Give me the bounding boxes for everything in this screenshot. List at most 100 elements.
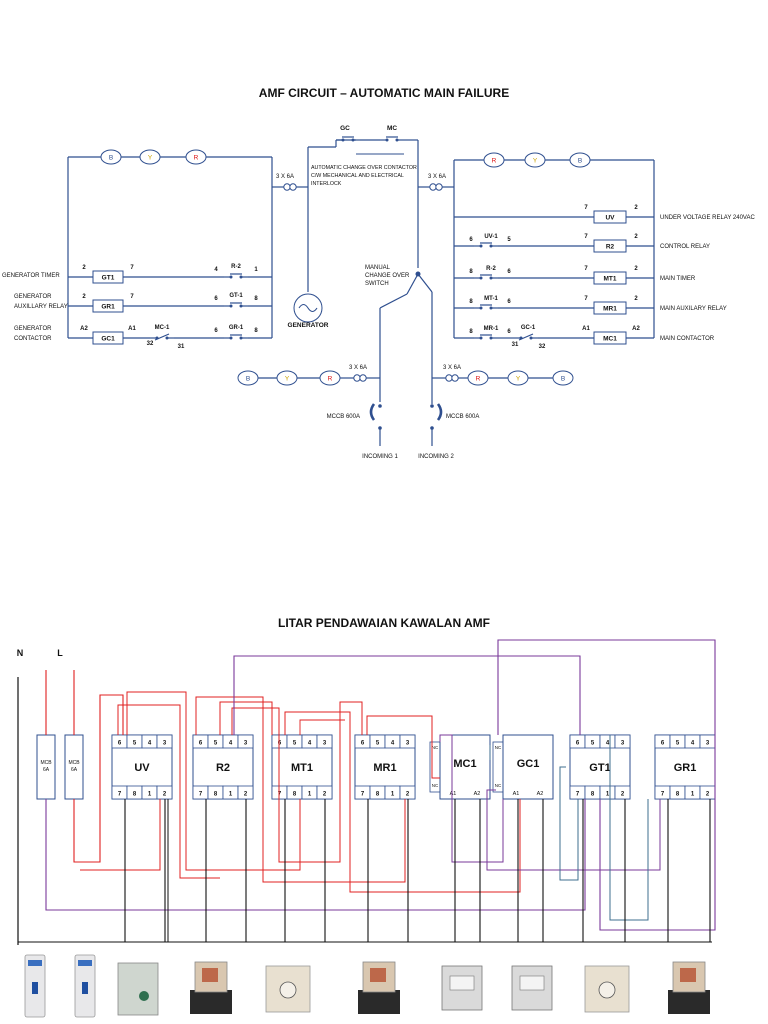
fuse-icon <box>353 374 361 382</box>
contact-point <box>229 304 233 308</box>
terminal-number: 1 <box>229 792 233 798</box>
relay-coil-icon <box>370 968 386 982</box>
contact-label: R-2 <box>486 266 496 272</box>
terminal-label: 8 <box>254 328 258 334</box>
lamp-label: B <box>561 376 565 383</box>
contact-point <box>229 336 233 340</box>
row-label-right: MAIN CONTACTOR <box>660 336 715 342</box>
live-label: L <box>57 648 63 658</box>
contact-point <box>165 336 169 340</box>
terminal-label: 1 <box>254 267 258 273</box>
terminal-label: 7 <box>130 265 134 271</box>
contact-label: GR-1 <box>229 325 244 331</box>
contactor-box <box>439 734 491 800</box>
terminal-number: 2 <box>244 792 248 798</box>
terminal-label: 7 <box>584 266 588 272</box>
wire <box>366 715 440 779</box>
terminal-label: 6 <box>507 329 511 335</box>
row-label-right: UNDER VOLTAGE RELAY 240VAC <box>660 215 755 221</box>
terminal-number: 7 <box>278 792 282 798</box>
relay-coil-icon <box>202 968 218 982</box>
timer-dial-icon <box>279 981 297 999</box>
fuse-icon <box>359 374 367 382</box>
fuse-label: 3 X 6A <box>276 174 294 180</box>
uv-knob-icon <box>139 991 149 1001</box>
terminal-label: A2 <box>80 326 88 332</box>
terminal-label: A2 <box>632 326 640 332</box>
terminal-number: 8 <box>293 792 297 798</box>
coil-label: UV <box>605 215 615 222</box>
terminal-number: 1 <box>308 792 312 798</box>
mcb-label: 6A <box>71 767 78 773</box>
contact-label: GC-1 <box>521 325 536 331</box>
wire <box>406 273 419 295</box>
mcb-label: MCB <box>68 760 80 766</box>
terminal-label: 7 <box>584 296 588 302</box>
terminal-label: A1 <box>582 326 590 332</box>
terminal-number: 1 <box>691 792 695 798</box>
terminal-number: 6 <box>661 741 665 747</box>
wire <box>486 789 661 871</box>
coil-label: MR1 <box>603 306 617 313</box>
wire <box>219 701 273 735</box>
fuse-label: 3 X 6A <box>428 174 446 180</box>
relay-coil-icon <box>680 968 696 982</box>
terminal-number: 1 <box>606 792 610 798</box>
row-label-right: MAIN TIMER <box>660 276 696 282</box>
contactor-name: MC1 <box>453 758 476 770</box>
aux-label: NC <box>495 745 502 750</box>
coil-label: R2 <box>606 244 615 251</box>
lamp-label: R <box>476 376 481 383</box>
relay-name: MR1 <box>373 762 396 774</box>
terminal-label: 8 <box>469 329 473 335</box>
indicator-lamp-y <box>524 152 546 168</box>
contactor-face-icon <box>449 975 475 991</box>
terminal-label: 8 <box>469 299 473 305</box>
terminal-number: 4 <box>229 741 233 747</box>
terminal-label: 2 <box>634 205 638 211</box>
terminal-number: 3 <box>323 741 327 747</box>
changeover-note: INTERLOCK <box>311 181 342 187</box>
terminal-number: 3 <box>244 741 248 747</box>
mcb-label: MCB <box>40 760 52 766</box>
terminal-label: 6 <box>214 328 218 334</box>
fuse-icon <box>451 374 459 382</box>
changeover-note: AUTOMATIC CHANGE OVER CONTACTOR <box>311 165 417 171</box>
contact-point <box>489 276 493 280</box>
coil-terminal: A1 <box>513 791 520 797</box>
terminal-cell <box>614 734 631 749</box>
contact-label: MR-1 <box>484 326 499 332</box>
terminal-number: 3 <box>163 741 167 747</box>
incoming-1-label: INCOMING 1 <box>362 454 398 460</box>
wire <box>299 719 345 735</box>
terminal-number: 1 <box>148 792 152 798</box>
terminal-label: 6 <box>507 299 511 305</box>
contact-label: MT-1 <box>484 296 498 302</box>
indicator-lamp-y <box>139 149 161 165</box>
lamp-label: Y <box>533 158 538 165</box>
terminal-number: 5 <box>591 741 595 747</box>
mcb-label-icon <box>28 960 42 966</box>
generator-label: GENERATOR <box>288 322 329 329</box>
aux-label: NC <box>432 745 439 750</box>
contactor-name: GC1 <box>517 758 540 770</box>
terminal-number: 6 <box>361 741 365 747</box>
terminal-cell <box>156 734 173 749</box>
contact-point <box>395 138 399 142</box>
terminal-number: 6 <box>199 741 203 747</box>
contact-label: R-2 <box>231 264 241 270</box>
terminal-label: 6 <box>469 237 473 243</box>
coil-label: GR1 <box>101 304 115 311</box>
coil-terminal: A2 <box>474 791 481 797</box>
contact-point <box>479 306 483 310</box>
mcb-toggle-icon <box>82 982 88 994</box>
contactor-box <box>502 734 554 800</box>
contact-point <box>479 244 483 248</box>
manual-switch-label: MANUAL <box>365 265 391 271</box>
row-label-left: CONTACTOR <box>14 336 52 342</box>
terminal-number: 4 <box>148 741 152 747</box>
terminal-number: 5 <box>376 741 380 747</box>
fuse-icon <box>289 183 297 191</box>
